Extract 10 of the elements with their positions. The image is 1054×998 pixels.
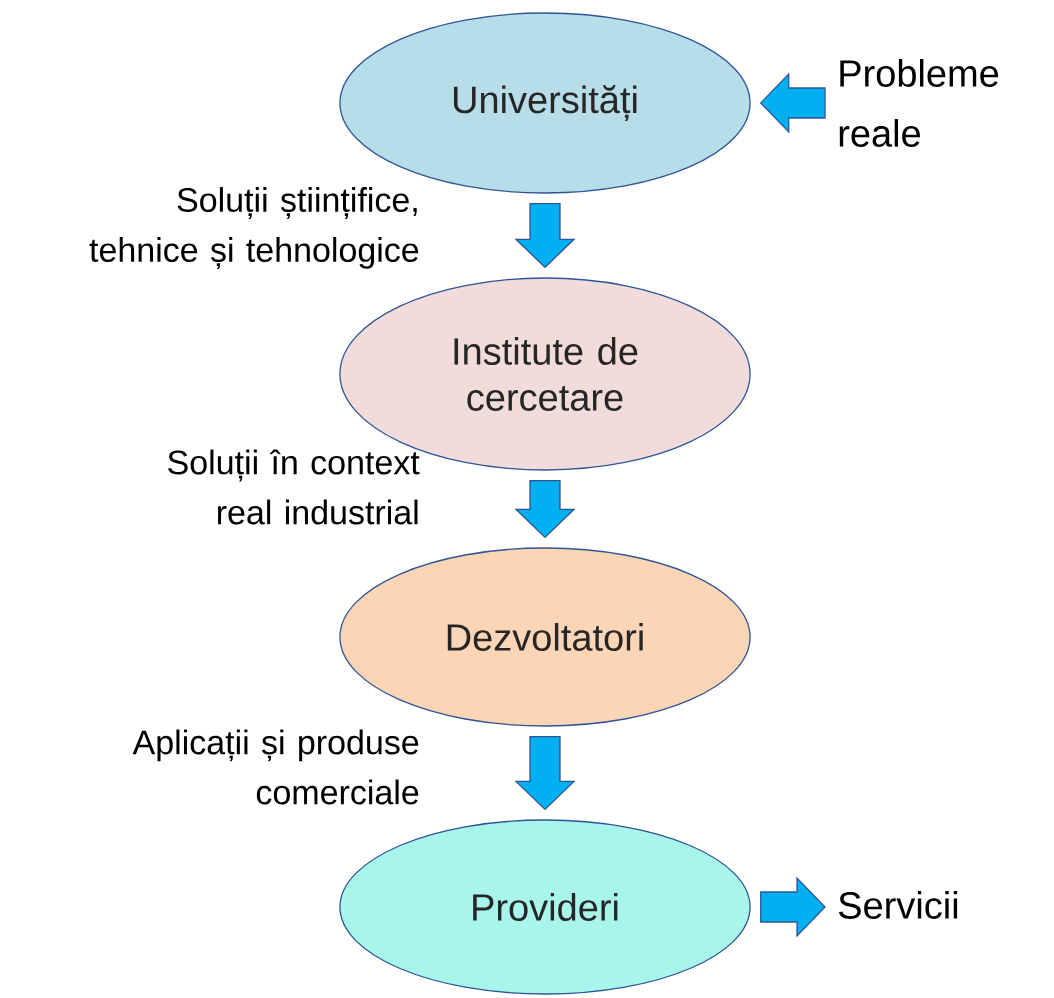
edge-label: Aplicații și produse comerciale [132,729,419,805]
block-arrow [514,736,576,811]
ellipse-node: Provideri [339,819,751,995]
block-arrow [514,203,576,269]
block-arrow [760,876,826,938]
ellipse-node: Dezvoltatori [339,547,751,727]
block-arrow [759,72,826,134]
block-arrow [514,480,576,539]
node-text: Probleme reale [839,59,999,147]
node-text: Servicii [838,891,958,919]
